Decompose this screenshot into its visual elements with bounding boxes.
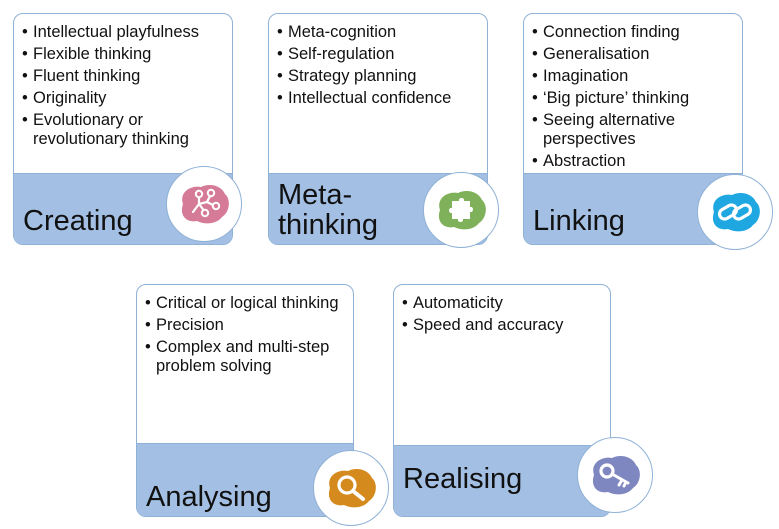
list-item: Meta-cognition — [277, 23, 481, 42]
list-item: Self-regulation — [277, 45, 481, 64]
meta-thinking-list: Meta-cognition Self-regulation Strategy … — [277, 23, 481, 111]
list-item: Strategy planning — [277, 67, 481, 86]
card-realising: Automaticity Speed and accuracy Realisin… — [393, 284, 653, 517]
meta-thinking-badge — [423, 172, 499, 248]
puzzle-icon — [438, 191, 486, 230]
analysing-title: Analysing — [146, 481, 272, 513]
linking-title: Linking — [533, 205, 625, 237]
analysing-list: Critical or logical thinking Precision C… — [145, 294, 347, 379]
list-item: Flexible thinking — [22, 45, 226, 64]
creating-title: Creating — [23, 205, 133, 237]
card-analysing: Critical or logical thinking Precision C… — [136, 284, 389, 526]
list-item: ‘Big picture’ thinking — [532, 89, 736, 108]
list-item: Speed and accuracy — [402, 316, 604, 335]
list-item: Abstraction — [532, 152, 736, 171]
realising-title: Realising — [403, 463, 523, 495]
card-meta-thinking: Meta-cognition Self-regulation Strategy … — [268, 13, 499, 248]
list-item: Evolutionary or revolutionary thinking — [22, 111, 226, 149]
list-item: Originality — [22, 89, 226, 108]
list-item: Connection finding — [532, 23, 736, 42]
creating-badge — [166, 166, 242, 242]
list-item: Critical or logical thinking — [145, 294, 347, 313]
chain-link-icon — [712, 193, 760, 232]
realising-badge — [577, 437, 653, 513]
card-creating: Intellectual playfulness Flexible thinki… — [13, 13, 242, 245]
creating-list: Intellectual playfulness Flexible thinki… — [22, 23, 226, 152]
list-item: Fluent thinking — [22, 67, 226, 86]
card-linking: Connection finding Generalisation Imagin… — [523, 13, 773, 250]
list-item: Generalisation — [532, 45, 736, 64]
meta-thinking-title: Meta-thinking — [278, 179, 378, 241]
list-item: Intellectual playfulness — [22, 23, 226, 42]
analysing-badge — [313, 450, 389, 526]
magnifier-icon — [328, 469, 376, 508]
key-icon — [592, 456, 640, 495]
list-item: Intellectual confidence — [277, 89, 481, 108]
list-item: Complex and multi-step problem solving — [145, 338, 347, 376]
list-item: Imagination — [532, 67, 736, 86]
realising-list: Automaticity Speed and accuracy — [402, 294, 604, 338]
list-item: Seeing alternative perspectives — [532, 111, 736, 149]
linking-badge — [697, 174, 773, 250]
brain-icon — [181, 185, 229, 224]
linking-list: Connection finding Generalisation Imagin… — [532, 23, 736, 174]
realising-band: Realising — [394, 445, 610, 516]
list-item: Precision — [145, 316, 347, 335]
list-item: Automaticity — [402, 294, 604, 313]
